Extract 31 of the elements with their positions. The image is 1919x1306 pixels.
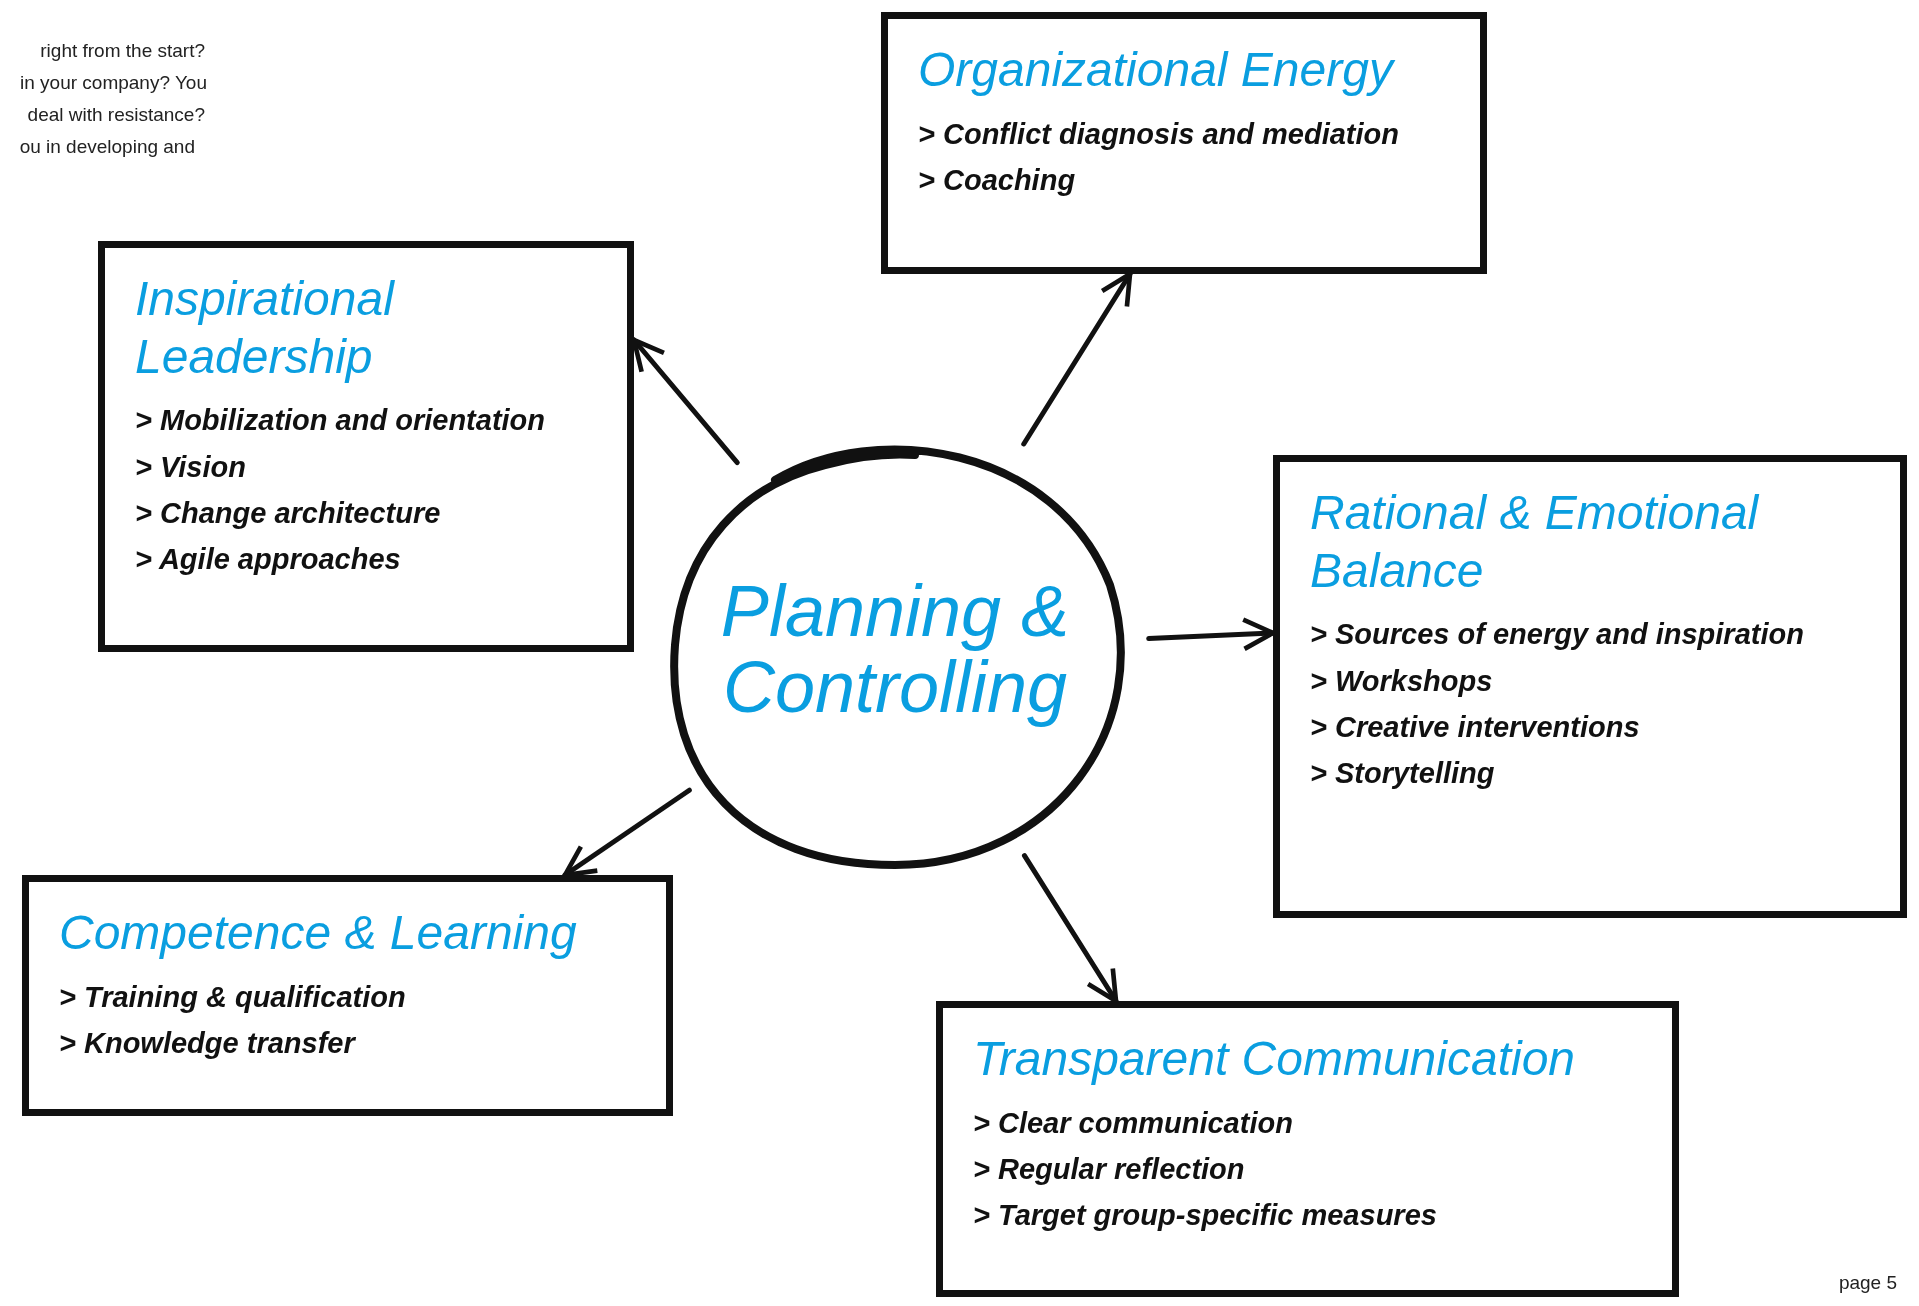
text-box (936, 1001, 1679, 1297)
list-item: > Coaching (918, 163, 1076, 198)
page-number: page 5 (1838, 1272, 1897, 1294)
intro-text-line: deal with resistance? (27, 104, 205, 126)
text-box (881, 12, 1487, 274)
intro-text-line: in your company? You (20, 72, 207, 94)
list-item: > Target group-specific measures (973, 1198, 1437, 1234)
circle-title: Planning & Controlling (719, 574, 1071, 726)
intro-text-line: right from the start? (40, 40, 205, 62)
list-item: > Conflict diagnosis and mediation (918, 116, 1399, 152)
box-title: Transparent Communication (973, 1031, 1576, 1087)
list-item: > Knowledge transfer (59, 1026, 355, 1061)
list-item: > Regular reflection (973, 1152, 1245, 1187)
box-title: Competence & Learning (59, 905, 577, 961)
text-box (1273, 455, 1907, 918)
box-title: Rational & Emotional Balance (1310, 485, 1761, 599)
list-item: > Agile approaches (135, 542, 401, 578)
list-item: > Training & qualification (59, 979, 406, 1015)
list-item: > Clear communication (973, 1105, 1293, 1141)
intro-text-line: ou in developing and (19, 136, 195, 158)
list-item: > Workshops (1310, 663, 1493, 699)
list-item: > Vision (135, 449, 246, 485)
list-item: > Mobilization and orientation (135, 403, 546, 439)
list-item: > Sources of energy and inspiration (1310, 617, 1804, 653)
list-item: > Creative interventions (1310, 709, 1640, 745)
box-title: Inspirational Leadership (135, 271, 396, 385)
box-title: Organizational Energy (918, 42, 1393, 98)
text-box (98, 241, 634, 652)
list-item: > Storytelling (1310, 756, 1495, 792)
list-item: > Change architecture (135, 495, 441, 531)
text-box (22, 875, 673, 1116)
